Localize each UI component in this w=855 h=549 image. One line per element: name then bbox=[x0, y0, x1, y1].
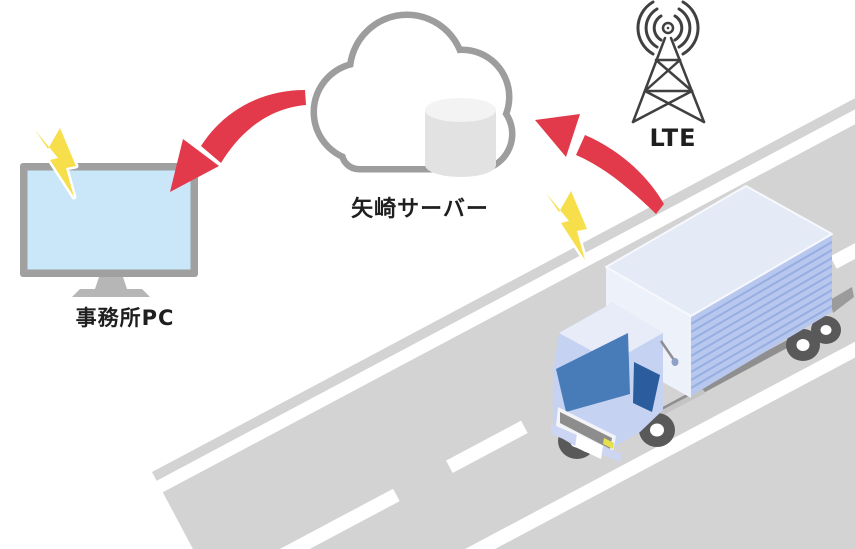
arrow-truck-to-server-icon bbox=[535, 114, 664, 214]
truck-cab bbox=[551, 303, 679, 462]
monitor-screen bbox=[27, 170, 191, 270]
arrow-server-to-pc-icon bbox=[170, 90, 306, 192]
radio-tower-icon bbox=[631, 0, 706, 124]
monitor-icon bbox=[20, 163, 198, 297]
office-pc-label: 事務所PC bbox=[75, 306, 175, 330]
delivery-truck-icon bbox=[551, 185, 854, 462]
lte-label: LTE bbox=[649, 124, 697, 152]
server-label: 矢崎サーバー bbox=[351, 197, 489, 222]
radio-waves-icon bbox=[636, 0, 700, 56]
lightning-bolt-icon bbox=[546, 191, 587, 260]
database-cylinder-icon bbox=[425, 98, 496, 177]
